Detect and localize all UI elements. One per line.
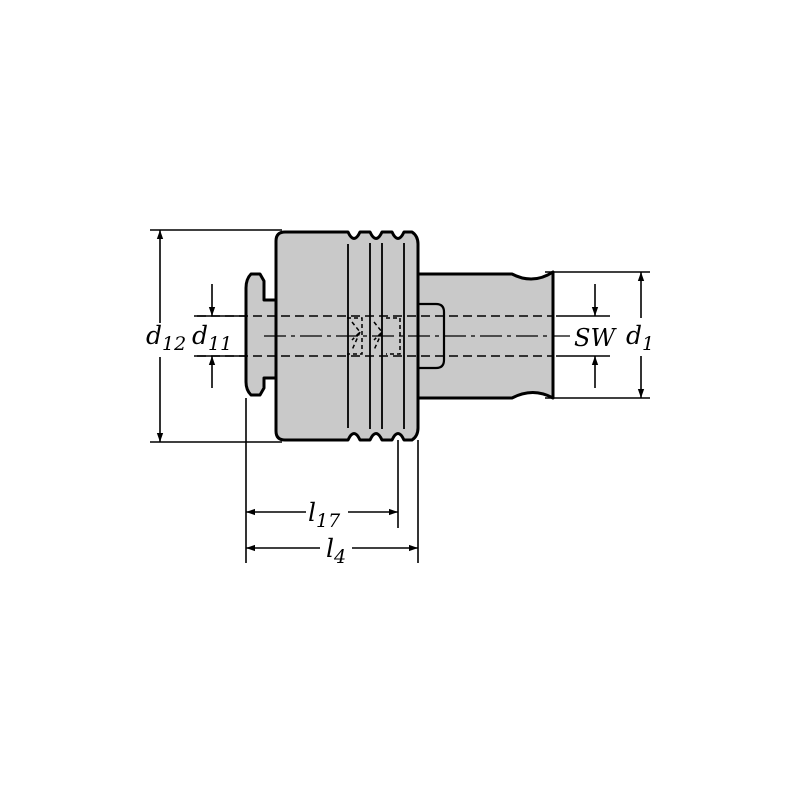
extension-lines [150,229,650,563]
d12-label: d12 [146,321,186,355]
square-drive-detail [347,317,401,355]
l17-label: l17 [308,498,341,532]
hidden-bore-lines [197,315,554,357]
front-shank [416,270,555,400]
l4-label: l4 [326,534,346,568]
dimension-lines [156,230,645,552]
dimension-labels: d12 d11 SW d1 l17 l4 [146,321,654,568]
d11-label: d11 [192,321,232,355]
d1-label: d1 [626,321,654,355]
rear-flange [244,272,278,397]
sw-label: SW [574,324,617,352]
